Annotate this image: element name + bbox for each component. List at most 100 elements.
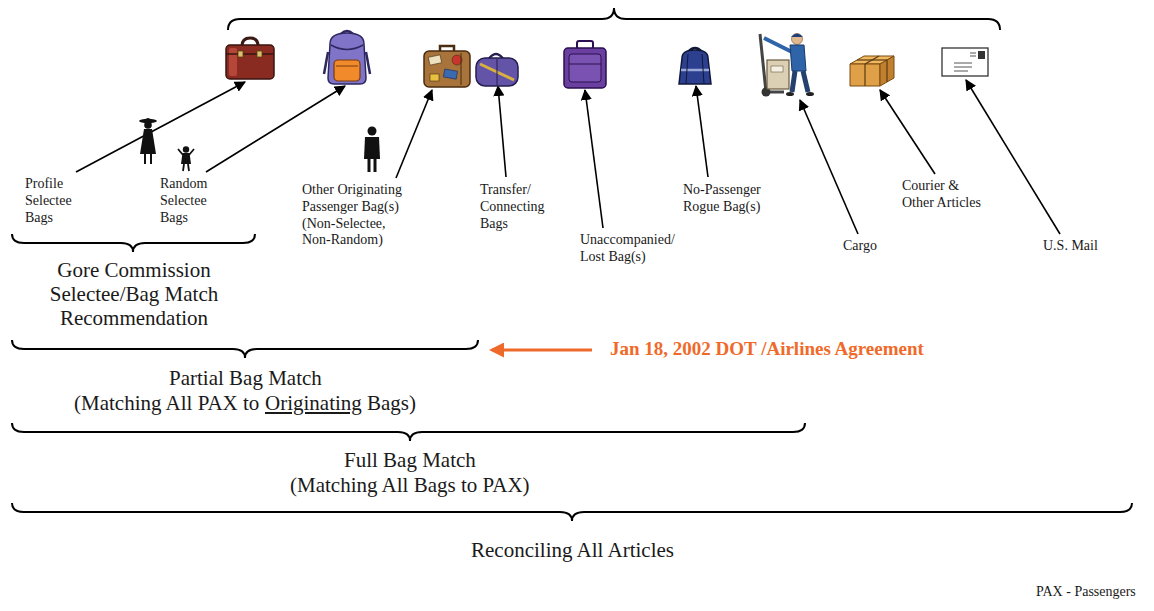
- leader-arrows-part: [696, 86, 708, 177]
- cargo-handler-icon-part: [767, 60, 789, 89]
- agreement-arrow: [492, 349, 592, 352]
- cargo-handler-icon-part: [791, 34, 803, 38]
- suitcase-icon: [424, 46, 470, 87]
- package-icon-part: [850, 64, 880, 86]
- suitcase-icon-part: [430, 74, 439, 81]
- envelope-icon-part: [954, 71, 968, 72]
- briefcase-icon-part: [238, 51, 243, 57]
- reconcile-brace: [12, 503, 1132, 521]
- bag-category-label: Unaccompanied/ Lost Bag(s): [580, 232, 684, 266]
- backpack-icon-part: [334, 60, 360, 81]
- backpack-icon-part: [366, 52, 370, 74]
- leader-arrows-part: [498, 86, 506, 177]
- man-silhouette-part: [368, 127, 377, 136]
- woman-silhouette-part: [144, 154, 146, 164]
- package-icon: [850, 56, 894, 86]
- bag-match-label: (Matching All Bags to PAX): [290, 473, 530, 497]
- leader-arrows-part: [76, 82, 245, 172]
- envelope-icon-part: [970, 56, 976, 57]
- bag-category-label: Transfer/ Connecting Bags: [480, 182, 554, 232]
- suitcase-icon-part: [424, 51, 470, 87]
- suitcase-icon-part: [443, 69, 457, 79]
- top-brace: [228, 8, 1000, 30]
- man-silhouette: [364, 127, 380, 173]
- briefcase-icon-part: [226, 53, 274, 55]
- envelope-icon-part: [970, 53, 976, 54]
- cargo-handler-icon-part: [792, 71, 795, 92]
- bag-category-label: Cargo: [843, 238, 877, 255]
- cargo-handler-icon-part: [786, 92, 794, 96]
- child-silhouette-part: [188, 164, 189, 171]
- bag-category-label: U.S. Mail: [1043, 238, 1098, 255]
- luggage-icon-part: [564, 48, 606, 88]
- rogue-bag-icon-part: [679, 50, 711, 84]
- cargo-handler-icon-part: [803, 71, 808, 92]
- duffel-bag-icon-part: [476, 58, 518, 86]
- briefcase-icon-part: [229, 48, 237, 76]
- woman-silhouette-part: [140, 129, 156, 154]
- luggage-icon-part: [569, 54, 601, 82]
- woman-silhouette: [139, 118, 157, 164]
- man-silhouette-part: [368, 159, 371, 172]
- gore-brace: [12, 234, 255, 252]
- bag-match-label: (Matching All PAX to: [74, 391, 259, 415]
- envelope-icon-part: [954, 67, 972, 68]
- bag-category-label: Profile Selectee Bags: [25, 176, 80, 226]
- abbreviation-note: PAX - Passengers: [1036, 584, 1136, 601]
- cargo-handler-icon-part: [771, 66, 783, 72]
- bag-match-label: Originating: [265, 391, 362, 415]
- backpack-icon-part: [331, 45, 363, 50]
- child-silhouette-part: [183, 146, 189, 152]
- bag-category-label: Other Originating Passenger Bag(s) (Non-…: [302, 182, 412, 249]
- leader-arrows-part: [880, 90, 935, 174]
- leader-arrows-part: [206, 86, 345, 172]
- leader-arrows-part: [800, 100, 858, 234]
- partial-brace: [12, 340, 478, 358]
- leader-arrows: [76, 80, 1060, 234]
- package-icon-part: [886, 60, 887, 82]
- briefcase-icon: [226, 38, 274, 79]
- briefcase-icon-part: [257, 51, 262, 57]
- rogue-bag-icon-part: [681, 69, 709, 72]
- cargo-handler-icon-part: [760, 34, 766, 92]
- backpack-icon: [324, 31, 370, 84]
- backpack-icon-part: [336, 66, 358, 67]
- leader-arrows-part: [966, 80, 1060, 234]
- leader-arrows-part: [585, 90, 603, 228]
- package-icon-part: [857, 59, 887, 60]
- package-icon-part: [864, 64, 865, 86]
- rogue-bag-icon: [679, 48, 711, 84]
- rogue-bag-icon-part: [702, 54, 704, 84]
- child-silhouette-part: [178, 149, 183, 155]
- backpack-icon-part: [328, 33, 366, 84]
- suitcase-icon-part: [428, 55, 441, 65]
- suitcase-icon-part: [461, 53, 462, 85]
- man-silhouette-part: [374, 159, 377, 172]
- cargo-handler-icon-part: [790, 45, 806, 71]
- full-brace: [12, 423, 805, 441]
- cargo-handler-icon-part: [792, 34, 803, 45]
- cargo-handler-icon-part: [764, 38, 792, 52]
- luggage-icon-part: [569, 64, 601, 65]
- backpack-icon-part: [324, 52, 328, 74]
- envelope-icon-part: [942, 48, 988, 76]
- woman-silhouette-part: [144, 121, 152, 129]
- duffel-bag-icon: [476, 54, 518, 86]
- reconcile-label: Reconciling All Articles: [471, 538, 674, 562]
- cargo-handler-icon: [760, 34, 814, 97]
- child-silhouette-part: [189, 149, 194, 155]
- child-silhouette-part: [183, 164, 184, 171]
- bag-category-label: Courier & Other Articles: [902, 178, 989, 212]
- bag-category-label: No-Passenger Rogue Bag(s): [683, 182, 773, 216]
- man-silhouette-part: [364, 137, 380, 159]
- bag-match-label: Full Bag Match: [344, 448, 476, 472]
- briefcase-icon-part: [226, 45, 274, 79]
- luggage-icon: [564, 41, 606, 88]
- rogue-bag-icon-part: [686, 54, 688, 84]
- bag-match-label: Bags): [367, 391, 416, 415]
- recommendation-label: Gore Commission Selectee/Bag Match Recom…: [14, 258, 254, 330]
- woman-silhouette-part: [144, 118, 152, 121]
- child-silhouette: [178, 146, 194, 171]
- agreement-label: Jan 18, 2002 DOT /Airlines Agreement: [610, 338, 924, 361]
